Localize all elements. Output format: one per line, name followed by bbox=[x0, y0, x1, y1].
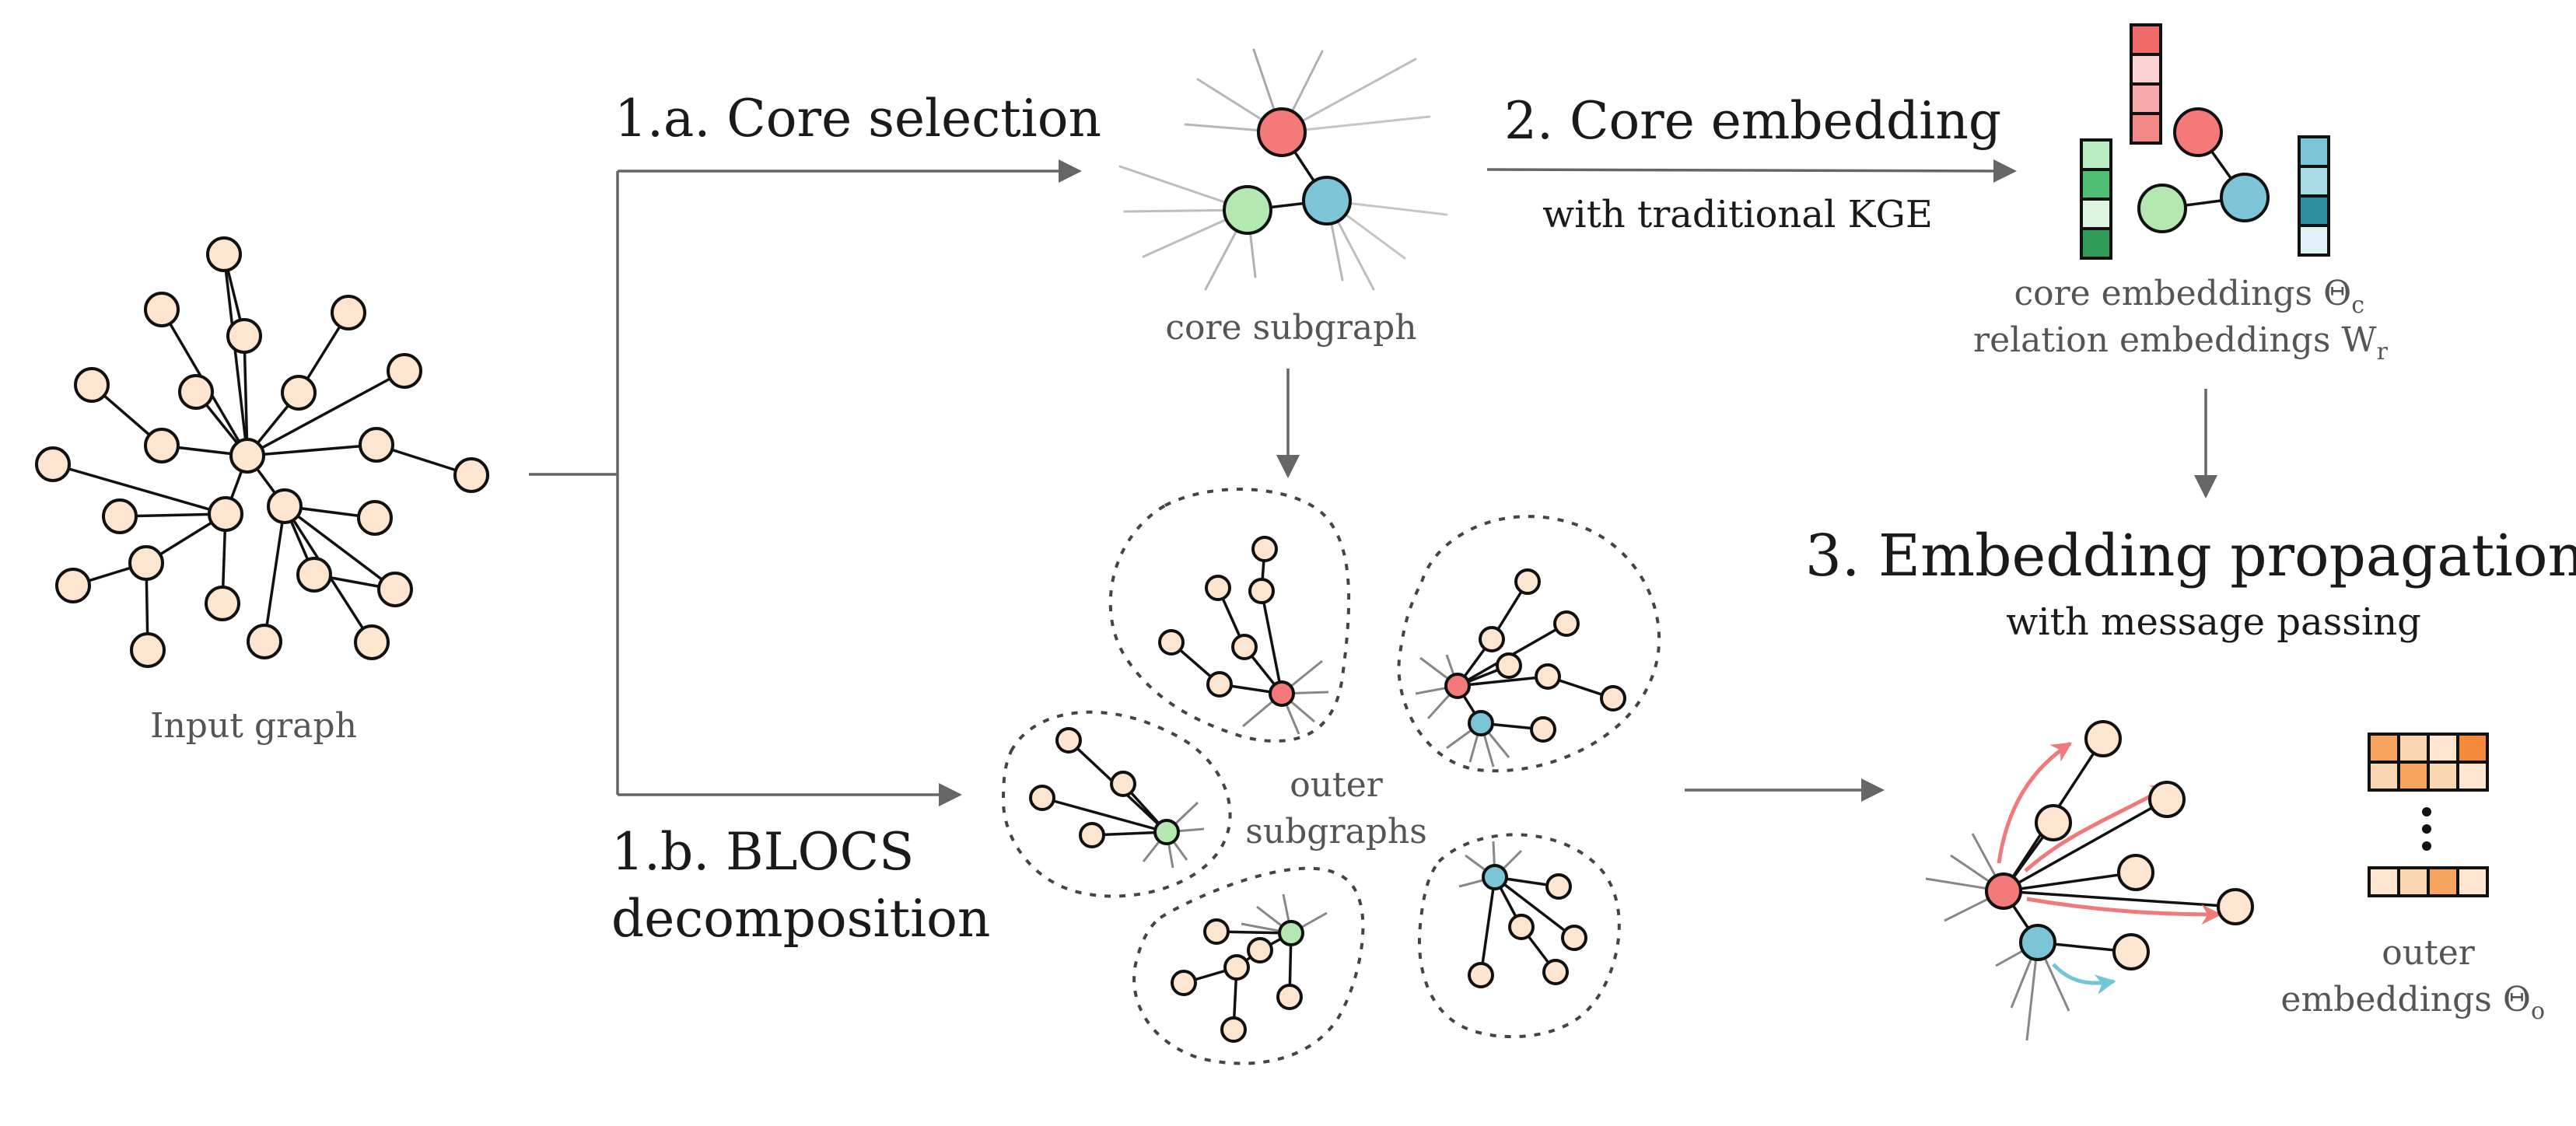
propagation-graphic bbox=[1925, 720, 2254, 1041]
step-2-subtitle: with traditional KGE bbox=[1542, 193, 1933, 236]
outer-embeddings-label-line1: outer bbox=[2382, 933, 2476, 973]
step-3-title: 3. Embedding propagation bbox=[1805, 523, 2576, 589]
arrow-core-embedding bbox=[1486, 159, 2017, 183]
core-embeddings-label: core embeddings Θc bbox=[2014, 274, 2364, 319]
branch-arrows bbox=[529, 159, 1082, 806]
core-subgraph-label: core subgraph bbox=[1165, 308, 1416, 348]
step-1a-title: 1.a. Core selection bbox=[614, 89, 1101, 149]
relation-embeddings-label: relation embeddings Wr bbox=[1973, 320, 2389, 365]
outer-embeddings-graphic bbox=[2368, 733, 2489, 897]
input-graph-label: Input graph bbox=[150, 706, 357, 746]
step-1b-title-line1: 1.b. BLOCS bbox=[611, 822, 914, 882]
outer-subgraphs-label-line1: outer bbox=[1290, 765, 1384, 805]
outer-subgraphs: outer subgraphs bbox=[1001, 488, 1661, 1065]
core-embeddings-graphic bbox=[2080, 23, 2330, 260]
input-graph: Input graph bbox=[35, 236, 489, 746]
step-1b-title-line2: decomposition bbox=[611, 889, 990, 949]
outer-subgraphs-label-line2: subgraphs bbox=[1245, 812, 1427, 851]
core-subgraph: core subgraph bbox=[1118, 48, 1448, 348]
step-3-subtitle: with message passing bbox=[2006, 600, 2421, 644]
step-2-title: 2. Core embedding bbox=[1504, 91, 2001, 151]
outer-embeddings-label-line2: embeddings Θo bbox=[2280, 980, 2545, 1025]
